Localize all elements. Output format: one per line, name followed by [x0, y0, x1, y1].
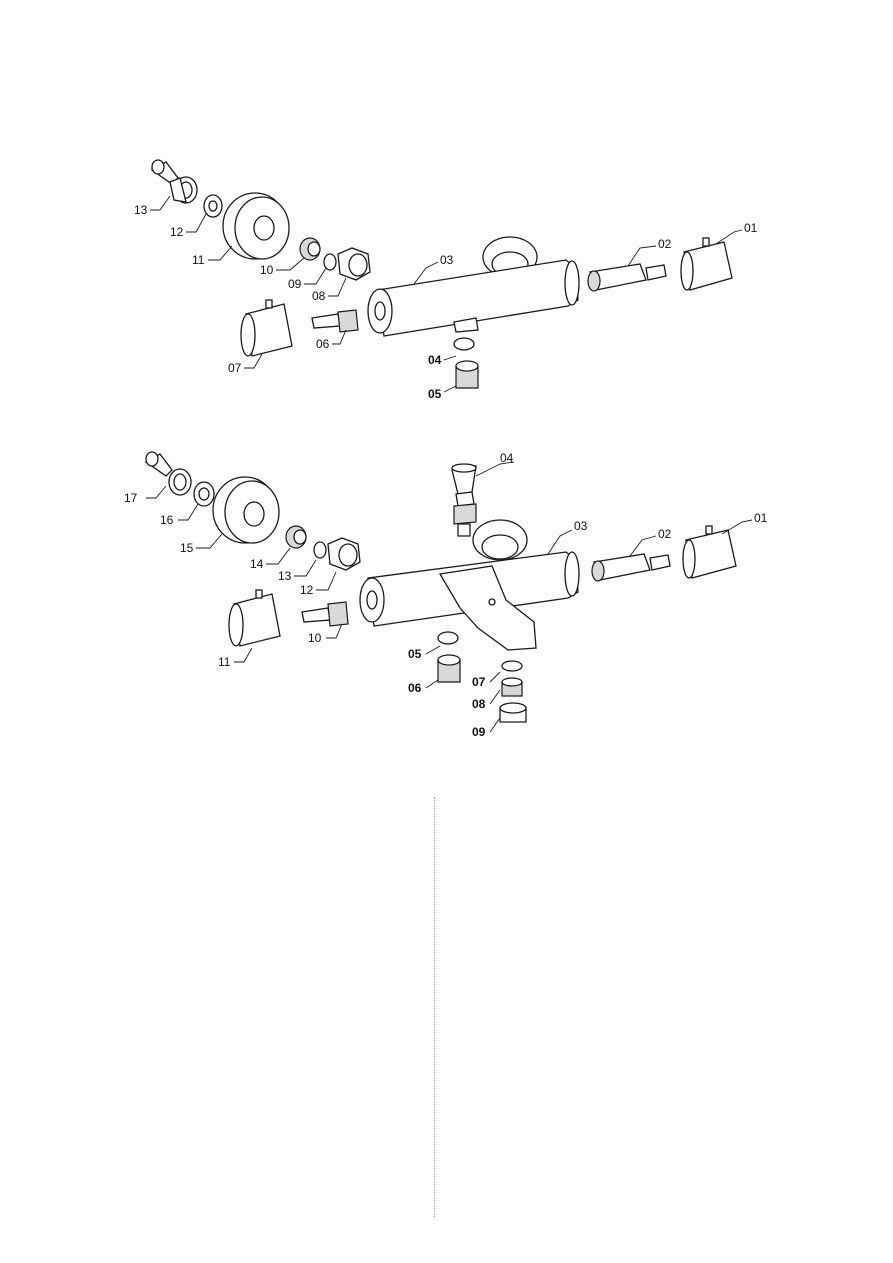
part-02-thermostatic-cartridge	[587, 263, 667, 292]
label-bottom-16: 16	[160, 513, 174, 527]
label-top-04: 04	[428, 353, 442, 367]
label-bottom-11: 11	[218, 655, 231, 669]
part-11-wall-flange	[222, 192, 290, 260]
part-02-thermostatic-cartridge	[591, 553, 671, 582]
part-03-mixer-body	[367, 236, 580, 337]
label-bottom-17: 17	[124, 491, 138, 505]
part-08-aerator	[501, 677, 523, 697]
leaders-bottom	[146, 461, 753, 733]
label-bottom-05: 05	[408, 647, 422, 661]
part-15-wall-flange	[212, 476, 280, 544]
part-17-eccentric-connector	[144, 451, 192, 496]
part-04-o-ring	[453, 337, 475, 351]
label-bottom-12: 12	[300, 583, 314, 597]
part-07-washer	[501, 660, 523, 672]
part-03-mixer-body	[359, 519, 580, 651]
part-13-eccentric-connector	[150, 159, 198, 204]
label-top-08: 08	[312, 289, 326, 303]
part-06-nipple	[437, 654, 461, 683]
label-top-13: 13	[134, 203, 148, 217]
label-bottom-15: 15	[180, 541, 194, 555]
label-top-12: 12	[170, 225, 184, 239]
part-10-headpart	[301, 601, 349, 627]
diagram-top: 13 12 11 10 09 08 03 02 01 06 07 04 05	[134, 159, 758, 401]
label-top-05: 05	[428, 387, 442, 401]
label-bottom-06: 06	[408, 681, 422, 695]
label-top-10: 10	[260, 263, 274, 277]
part-14-filter	[285, 525, 307, 549]
part-06-headpart	[311, 309, 359, 333]
label-bottom-14: 14	[250, 557, 264, 571]
label-bottom-02: 02	[658, 527, 672, 541]
label-bottom-03: 03	[574, 519, 588, 533]
label-top-02: 02	[658, 237, 672, 251]
part-12-nut	[327, 537, 361, 571]
part-05-nipple	[455, 360, 479, 389]
part-11-flow-handle	[228, 589, 281, 647]
diagram-bottom: 17 16 15 14 13 12 04 03 02 01 10 11 05 0…	[124, 451, 768, 739]
label-bottom-13: 13	[278, 569, 292, 583]
part-10-filter	[299, 237, 321, 261]
label-top-11: 11	[192, 253, 205, 267]
leaders-top	[150, 195, 743, 393]
part-09-washer	[323, 253, 337, 271]
label-bottom-01: 01	[754, 511, 768, 525]
part-07-flow-handle	[240, 299, 293, 357]
label-top-03: 03	[440, 253, 454, 267]
label-bottom-10: 10	[308, 631, 322, 645]
part-04-diverter	[451, 463, 477, 537]
part-16-washer	[193, 481, 215, 507]
part-08-nut	[337, 247, 371, 281]
label-top-06: 06	[316, 337, 330, 351]
label-top-09: 09	[288, 277, 302, 291]
part-12-washer	[203, 194, 223, 218]
part-13-washer	[313, 541, 327, 559]
label-bottom-07: 07	[472, 675, 486, 689]
label-bottom-04: 04	[500, 451, 514, 465]
column-divider	[434, 797, 435, 1217]
label-bottom-08: 08	[472, 697, 486, 711]
part-09-aerator-housing	[499, 702, 527, 723]
part-01-temperature-handle	[682, 525, 737, 579]
part-01-temperature-handle	[680, 237, 733, 291]
label-top-07: 07	[228, 361, 242, 375]
label-top-01: 01	[744, 221, 758, 235]
label-bottom-09: 09	[472, 725, 486, 739]
part-05-o-ring	[437, 631, 459, 645]
